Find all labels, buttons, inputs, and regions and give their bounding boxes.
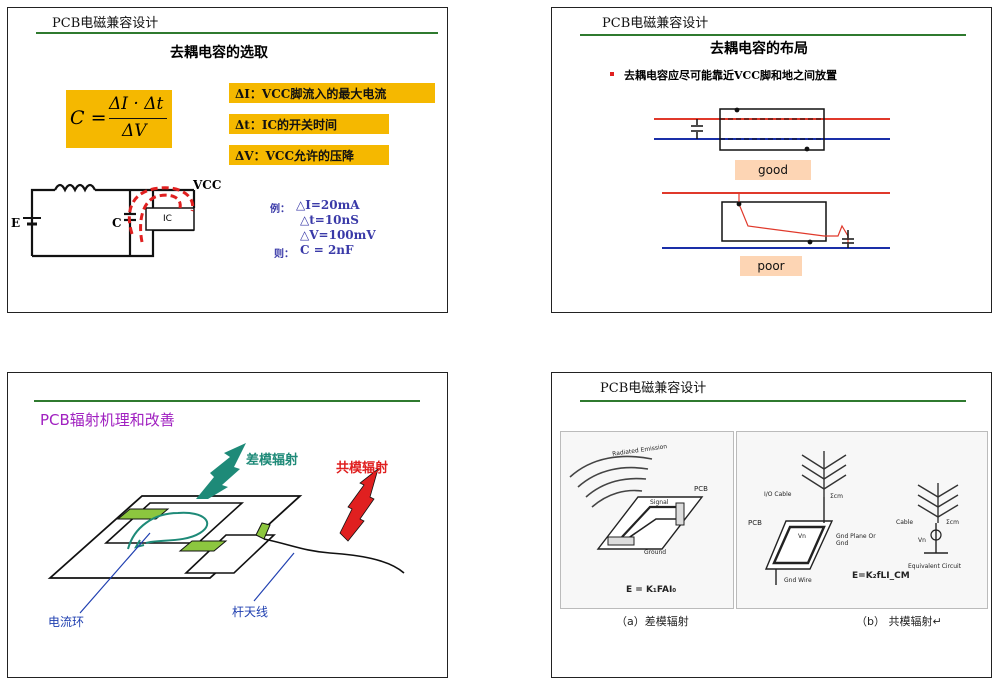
fig-b-gnd-plane-label: Gnd Plane Or Gnd <box>836 533 876 547</box>
result-label: 则： <box>274 249 294 260</box>
good-ic-box <box>719 108 825 151</box>
radiation-arcs-icon <box>569 455 653 508</box>
common-mode-label: 共模辐射 <box>336 461 389 476</box>
battery-label: E <box>11 216 21 230</box>
fig-b-source-icon <box>930 529 942 541</box>
pad-3 <box>255 522 271 540</box>
fig-b-vn-label: Vn <box>798 533 806 540</box>
example-line-1: △I=20mA <box>296 198 360 212</box>
slide-radiation-mechanism: PCB辐射机理和改善 差模辐射 共模辐射 电流环 杆天线 <box>7 372 448 678</box>
formula-denominator: ΔV <box>122 121 147 141</box>
current-loop-inner <box>139 193 182 243</box>
slide-decoupling-selection: PCB电磁兼容设计 去耦电容的选取 C = ΔI · Δt ΔV ΔI：VCC脚… <box>7 7 448 313</box>
poor-ic-box <box>721 201 827 242</box>
ic-label: IC <box>163 214 172 224</box>
formula-box <box>66 90 172 148</box>
antenna-pointer <box>253 552 295 602</box>
layout-diagram <box>654 107 890 249</box>
fig-a-connector <box>675 502 685 526</box>
caption-a: （a）差模辐射 <box>616 615 689 628</box>
ic-box <box>145 207 195 231</box>
caption-b: （b） 共模辐射↵ <box>856 615 942 628</box>
decoupling-circuit <box>23 183 196 258</box>
slide-header: PCB电磁兼容设计 <box>600 381 707 396</box>
def-delta-i: ΔI：VCC脚流入的最大电流 <box>229 83 435 103</box>
header-rule <box>580 400 966 402</box>
current-loop-label: 电流环 <box>48 615 85 629</box>
radiation-figures <box>569 451 959 585</box>
bullet-text: 去耦电容应尽可能靠近VCC脚和地之间放置 <box>624 69 838 82</box>
current-loop-outer <box>127 186 195 235</box>
header-rule <box>580 34 966 36</box>
fig-b-gnd-plane <box>772 525 826 565</box>
slide-title: PCB辐射机理和改善 <box>40 411 175 429</box>
fig-a-formula: E = K₁FAI₀ <box>626 585 677 595</box>
example-line-3: △V=100mV <box>300 228 376 242</box>
def-delta-v: ΔV：VCC允许的压降 <box>229 145 389 165</box>
capacitor-label: C <box>112 216 122 230</box>
poor-capacitor-icon <box>842 230 854 248</box>
slide-radiation-figures: PCB电磁兼容设计 Radiate <box>551 372 992 678</box>
fig-a-signal-trace <box>621 505 676 538</box>
def-delta-t: Δt：IC的开关时间 <box>229 114 389 134</box>
formula-lhs: C = <box>70 107 107 129</box>
header-rule <box>36 32 438 34</box>
good-capacitor-icon <box>691 119 703 139</box>
poor-gnd-pin <box>807 239 813 245</box>
slide-decoupling-layout: PCB电磁兼容设计 去耦电容的布局 去耦电容应尽可能靠近VCC脚和地之间放置 <box>551 7 992 313</box>
fig-b-cable-label: Cable <box>896 519 914 526</box>
formula-numerator: ΔI · Δt <box>109 94 164 114</box>
rod-antenna-wire <box>263 538 405 574</box>
common-mode-arrow-icon <box>339 467 379 542</box>
fig-a-ground-label: Ground <box>644 549 667 556</box>
example-label: 例： <box>270 204 290 215</box>
loop-pointer <box>79 532 151 614</box>
slide-title: 去耦电容的选取 <box>170 45 268 61</box>
poor-vcc-pin <box>736 201 742 207</box>
formula-fraction-bar <box>109 118 167 119</box>
current-loop-path <box>127 511 208 550</box>
fig-b-lcm-label: Σcm <box>830 493 843 500</box>
fig-b-pcb-label: PCB <box>748 519 762 527</box>
good-vcc-pin <box>734 107 740 113</box>
diff-mode-arrow-icon <box>196 443 246 499</box>
fig-a-ground-trace <box>623 518 682 542</box>
fig-a-pcb-label: PCB <box>694 485 708 493</box>
poor-label: poor <box>740 256 802 276</box>
vcc-label: VCC <box>193 178 222 192</box>
fig-b-equiv-antenna-icon <box>917 483 959 523</box>
rod-antenna-label: 杆天线 <box>232 605 269 619</box>
bullet-icon <box>610 72 614 76</box>
slide-title: 去耦电容的布局 <box>710 41 808 57</box>
fig-b-lcm2-label: Σcm <box>946 519 959 526</box>
figure-b-frame <box>736 431 988 609</box>
fig-a-driver <box>607 536 635 546</box>
fig-b-formula: E=K₂fLI_CM <box>852 571 910 581</box>
fig-b-equiv-label: Equivalent Circuit <box>908 563 962 570</box>
slide-header: PCB电磁兼容设计 <box>602 16 709 31</box>
pad-2 <box>178 540 228 552</box>
result-value: C = 2nF <box>300 243 354 257</box>
good-label: good <box>735 160 811 180</box>
fig-b-gnd-wire-label: Gnd Wire <box>784 577 812 584</box>
poor-routing-trace <box>738 193 849 244</box>
example-line-2: △t=10nS <box>300 213 359 227</box>
diff-mode-label: 差模辐射 <box>246 453 299 468</box>
fig-b-antenna-icon <box>801 451 847 497</box>
fig-b-vn2-label: Vn <box>918 537 926 544</box>
header-rule <box>34 400 420 402</box>
fig-b-pcb <box>764 520 834 570</box>
good-gnd-pin <box>804 146 810 152</box>
slide-header: PCB电磁兼容设计 <box>52 16 159 31</box>
radiation-diagram <box>47 443 405 614</box>
fig-a-signal-label: Signal <box>650 499 669 506</box>
fig-b-io-cable-label: I/O Cable <box>764 491 792 498</box>
